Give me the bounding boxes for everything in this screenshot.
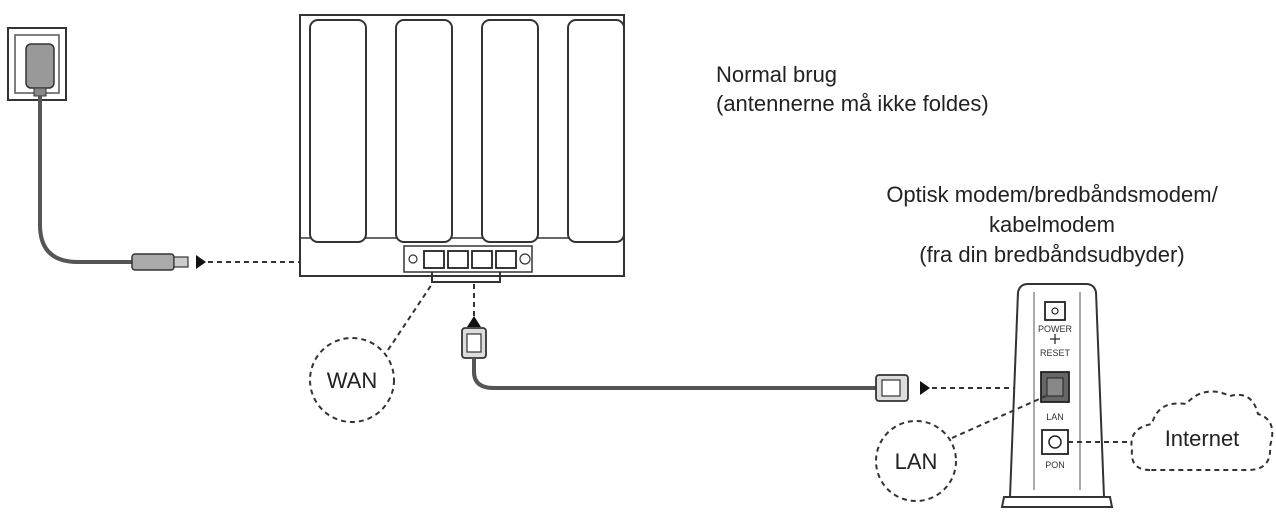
modem-power-label: POWER (1037, 324, 1072, 334)
lan-label: LAN (894, 449, 938, 474)
router (299, 14, 625, 283)
ethernet-cable (472, 358, 876, 390)
antenna-2 (395, 19, 453, 243)
wan-label: WAN (326, 368, 378, 393)
wan-callout-line (387, 283, 433, 351)
modem-reset-label: RESET (1039, 348, 1070, 358)
router-cable-arrow (467, 316, 481, 327)
modem-caption-line2: kabelmodem (989, 212, 1115, 237)
router-port-panel (403, 245, 533, 273)
antenna-3 (481, 19, 539, 243)
router-caption-line1: Normal brug (716, 62, 838, 87)
lan-callout-line (951, 395, 1047, 439)
modem-caption-line1: Optisk modem/bredbåndsmodem/ (886, 182, 1218, 207)
modem-lan-label: LAN (1046, 412, 1064, 422)
power-cable (38, 96, 132, 264)
antenna-1 (309, 19, 367, 243)
modem (1000, 283, 1114, 508)
wan-port-bracket (431, 272, 501, 283)
internet-label: Internet (1164, 426, 1240, 451)
modem-pon-label: PON (1045, 460, 1065, 470)
ethernet-plug-modem-end (875, 374, 930, 402)
modem-pon-port (1041, 429, 1069, 455)
power-plug (131, 253, 206, 271)
antenna-4 (567, 19, 625, 243)
router-caption-line2: (antennerne må ikke foldes) (716, 91, 989, 116)
modem-caption-line3: (fra din bredbåndsudbyder) (919, 242, 1185, 267)
internet-cloud (1130, 390, 1274, 471)
modem-power-button (1044, 301, 1066, 321)
lan-callout-circle (875, 420, 957, 502)
ethernet-plug-router-end (461, 327, 487, 359)
modem-lan-port (1040, 371, 1070, 403)
modem-reset-icon (1050, 334, 1060, 344)
power-adapter (25, 43, 55, 97)
wan-callout-circle (309, 337, 395, 423)
